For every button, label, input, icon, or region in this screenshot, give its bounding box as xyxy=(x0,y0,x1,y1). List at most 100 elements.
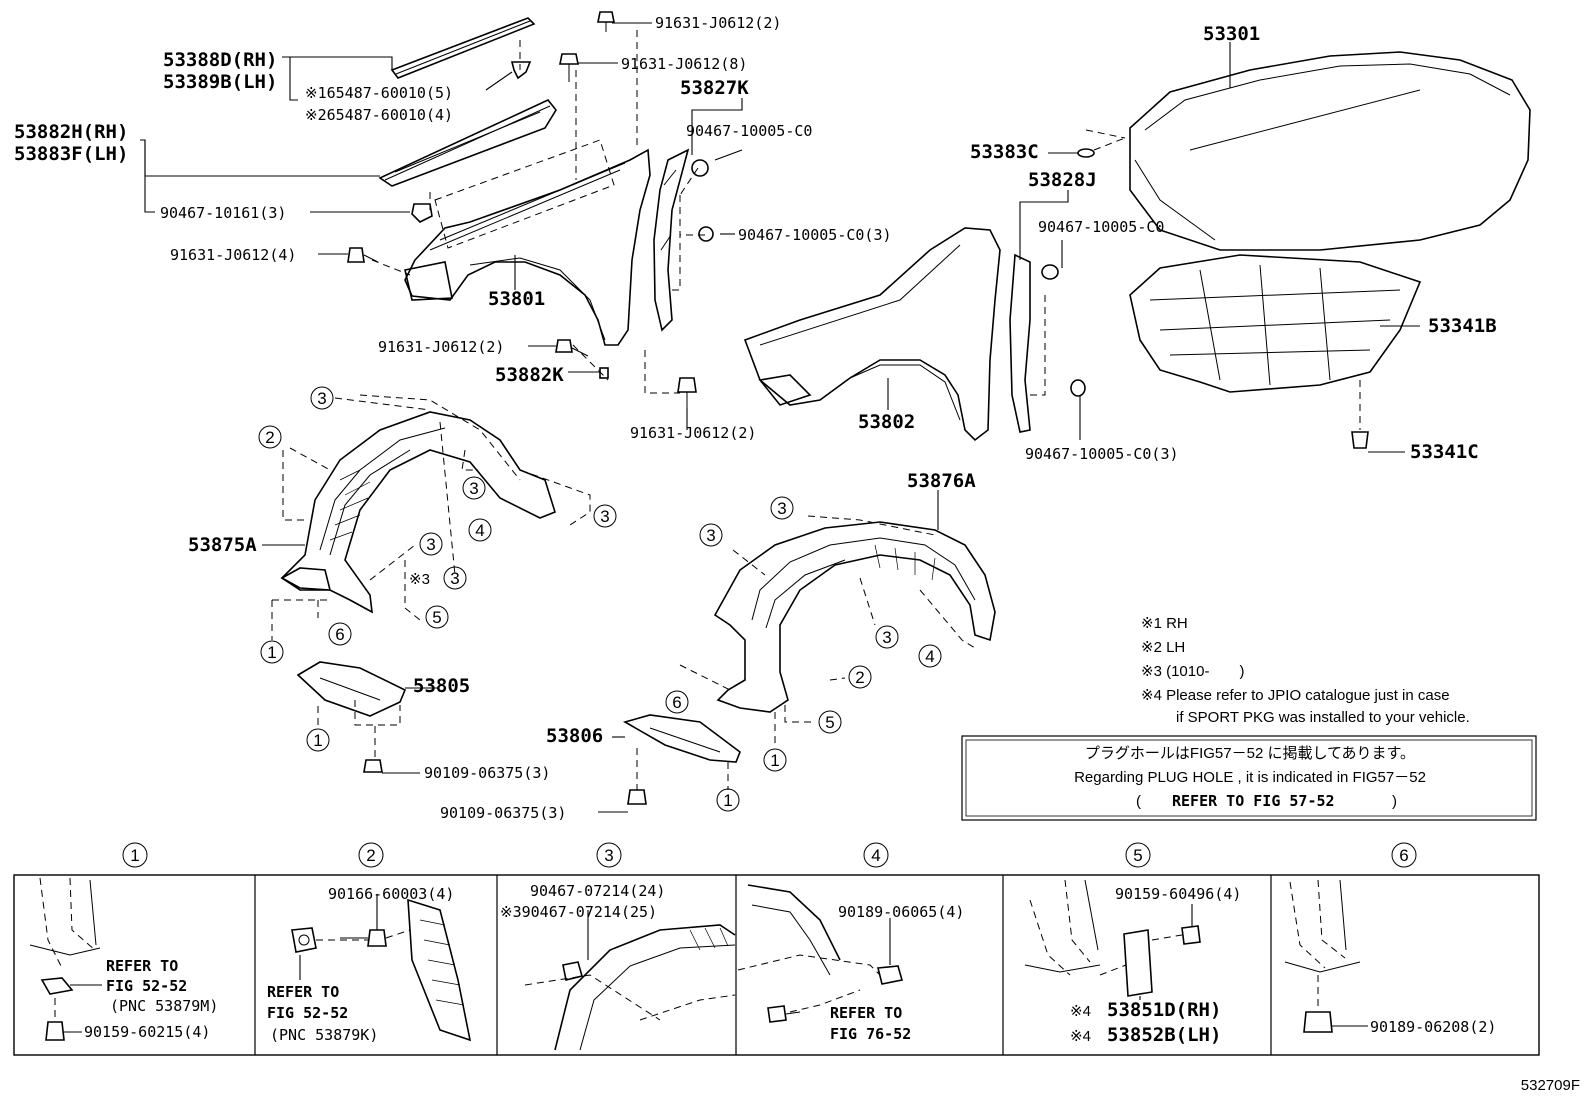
liner-53875A xyxy=(280,411,556,614)
plug-hole-box: プラグホールはFIG57－52 に掲載してあります。 Regarding PLU… xyxy=(961,735,1537,821)
svg-text:(PNC 53879K): (PNC 53879K) xyxy=(270,1026,378,1044)
nut-90189-06208-icon xyxy=(1303,1011,1333,1033)
marker-5: 5 xyxy=(818,710,842,734)
note-2: ※2 LH xyxy=(1141,639,1185,656)
clip-90467-c0-icon xyxy=(691,159,714,242)
detail-header-2: 2 xyxy=(358,842,384,868)
label-91631-low: 91631-J0612(2) xyxy=(630,424,756,442)
fender-lh-group xyxy=(743,227,1086,442)
svg-text:3: 3 xyxy=(882,628,891,647)
marker-5: 5 xyxy=(425,605,449,629)
label-90467-c0-b: 90467-10005-C0 xyxy=(1038,218,1164,236)
under-cover-53805 xyxy=(296,661,407,717)
under-cover-53806 xyxy=(622,714,741,763)
plug-ref-close: ) xyxy=(1392,793,1397,810)
detail-panel-4: 90189-06065(4) REFER TO FIG 76-52 xyxy=(737,884,964,1043)
bolt-91631-top-icon xyxy=(597,11,615,32)
clip-90189-06065-icon xyxy=(876,965,904,985)
marker-1: 1 xyxy=(763,748,787,772)
labels-top-right: 53301 53383C 53828J 90467-10005-C0 53341… xyxy=(858,23,1497,463)
label-90467-c0-3a: 90467-10005-C0(3) xyxy=(738,226,892,244)
liner-53828J xyxy=(1009,253,1031,433)
bolt-91631-low-icon xyxy=(677,377,697,408)
label-53827K: 53827K xyxy=(680,77,749,99)
marker-1: 1 xyxy=(716,788,740,812)
bolt-90109-a-icon xyxy=(363,759,383,773)
label-53383C: 53383C xyxy=(970,141,1039,163)
label-53802: 53802 xyxy=(858,411,915,433)
svg-text:2: 2 xyxy=(265,428,274,447)
circle-markers: 3 2 3 4 3 3 3 5 6 1 1 3 3 3 4 2 6 5 1 1 xyxy=(258,386,942,812)
marker-6: 6 xyxy=(328,622,352,646)
fender-53801 xyxy=(404,148,651,346)
bracket-53851D-icon xyxy=(1123,929,1153,997)
bolt-ref-76-52-icon xyxy=(767,1005,787,1023)
label-90109-b: 90109-06375(3) xyxy=(440,804,566,822)
bolt-91631-4-icon xyxy=(347,247,379,263)
liner-lh-group xyxy=(622,515,996,805)
marker-3: 3 xyxy=(699,523,723,547)
marker-2: 2 xyxy=(848,665,872,689)
svg-text:FIG 52-52: FIG 52-52 xyxy=(267,1004,348,1022)
engine-cover-group xyxy=(1129,254,1422,449)
label-53341C: 53341C xyxy=(1410,441,1479,463)
label-53876A: 53876A xyxy=(907,470,976,492)
label-53805: 53805 xyxy=(413,675,470,697)
clip-90467-c0-b xyxy=(1041,264,1059,280)
svg-text:FIG 52-52: FIG 52-52 xyxy=(106,977,187,995)
label-91631-4: 91631-J0612(4) xyxy=(170,246,296,264)
svg-text:53852B(LH): 53852B(LH) xyxy=(1107,1024,1221,1046)
svg-text:5: 5 xyxy=(432,608,441,627)
svg-text:6: 6 xyxy=(1399,846,1408,865)
detail-panel-3: 90467-07214(24) ※390467-07214(25) xyxy=(500,882,736,1051)
svg-text:3: 3 xyxy=(777,499,786,518)
svg-text:90189-06208(2): 90189-06208(2) xyxy=(1370,1018,1496,1036)
marker-3: 3 xyxy=(419,532,443,556)
labels-middle: 53875A 53876A 53805 90109-06375(3) 53806… xyxy=(188,470,976,822)
detail-panel-6: 90189-06208(2) xyxy=(1284,879,1496,1036)
svg-text:6: 6 xyxy=(672,693,681,712)
svg-text:2: 2 xyxy=(366,846,375,865)
svg-text:※390467-07214(25): ※390467-07214(25) xyxy=(500,903,657,921)
svg-text:5: 5 xyxy=(1133,846,1142,865)
plug-ref-open: ( xyxy=(1136,793,1141,810)
label-90467-c0-3b: 90467-10005-C0(3) xyxy=(1025,445,1179,463)
label-91631-8: 91631-J0612(8) xyxy=(621,55,747,73)
detail-panel-5: 90159-60496(4) ※4 53851D(RH) ※4 53852B(L… xyxy=(1024,879,1241,1046)
detail-header-3: 3 xyxy=(596,842,622,868)
leaders-top-left xyxy=(140,22,743,430)
svg-text:1: 1 xyxy=(130,846,139,865)
label-53882K: 53882K xyxy=(495,364,564,386)
label-53875A: 53875A xyxy=(188,534,257,556)
marker-3: 3 xyxy=(593,504,617,528)
bolt-90166-icon xyxy=(367,929,387,947)
svg-text:3: 3 xyxy=(450,569,459,588)
label-x3: ※3 xyxy=(409,571,430,588)
label-53883F: 53883F(LH) xyxy=(14,143,128,165)
fender-rh-group xyxy=(347,11,714,408)
note-3: ※3 (1010- ) xyxy=(1141,663,1244,680)
svg-text:REFER TO: REFER TO xyxy=(830,1004,902,1022)
grommet-53383C xyxy=(1077,148,1095,158)
plug-note-jp: プラグホールはFIG57－52 に掲載してあります。 xyxy=(1085,745,1415,762)
marker-3: 3 xyxy=(462,476,486,500)
label-65487-2: ※265487-60010(4) xyxy=(305,106,453,124)
clip-53341C xyxy=(1351,431,1369,449)
svg-text:1: 1 xyxy=(770,751,779,770)
clip-65487-icon xyxy=(510,61,532,80)
svg-text:90166-60003(4): 90166-60003(4) xyxy=(328,885,454,903)
label-53828J: 53828J xyxy=(1028,169,1097,191)
bolt-90159-60215-icon xyxy=(45,1021,65,1041)
plug-note-en: Regarding PLUG HOLE , it is indicated in… xyxy=(1074,769,1426,786)
svg-text:3: 3 xyxy=(317,389,326,408)
svg-text:3: 3 xyxy=(469,479,478,498)
marker-3: 3 xyxy=(770,496,794,520)
svg-text:90159-60496(4): 90159-60496(4) xyxy=(1115,885,1241,903)
label-53388D: 53388D(RH) xyxy=(163,49,277,71)
label-90467-c0-a: 90467-10005-C0 xyxy=(686,122,812,140)
label-53389B: 53389B(LH) xyxy=(163,71,277,93)
label-91631-mid: 91631-J0612(2) xyxy=(378,338,504,356)
marker-2: 2 xyxy=(258,425,282,449)
svg-text:FIG 76-52: FIG 76-52 xyxy=(830,1025,911,1043)
svg-text:3: 3 xyxy=(706,526,715,545)
